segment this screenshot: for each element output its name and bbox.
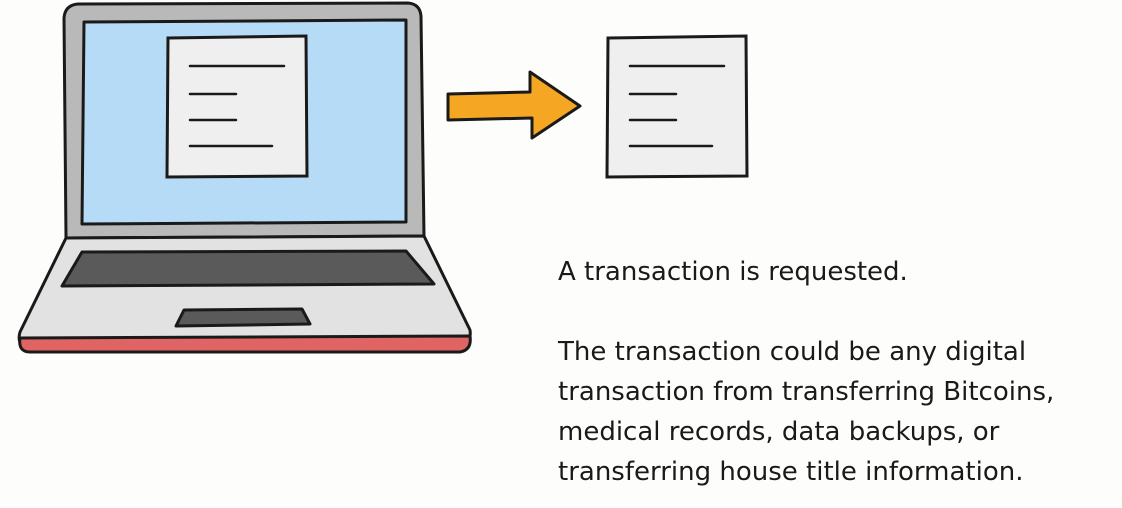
keyboard: [60, 249, 436, 288]
caption-line: The transaction could be any digital: [558, 337, 1027, 367]
caption-line: medical records, data backups, or: [558, 417, 1000, 447]
caption: A transaction is requested. The transact…: [558, 252, 1098, 492]
screen-document-paper: [165, 34, 309, 179]
laptop-base-edge: [18, 334, 472, 354]
laptop-icon: [17, 1, 472, 354]
caption-line: transaction from transferring Bitcoins,: [558, 377, 1055, 407]
arrow-right-icon: [446, 70, 582, 140]
document-icon: [605, 34, 749, 179]
caption-line: transferring house title information.: [558, 457, 1024, 487]
trackpad: [174, 307, 312, 328]
document-paper: [605, 34, 749, 179]
screen-document-icon: [165, 34, 309, 179]
caption-heading: A transaction is requested.: [558, 257, 908, 287]
caption-spacer: [558, 292, 1098, 332]
